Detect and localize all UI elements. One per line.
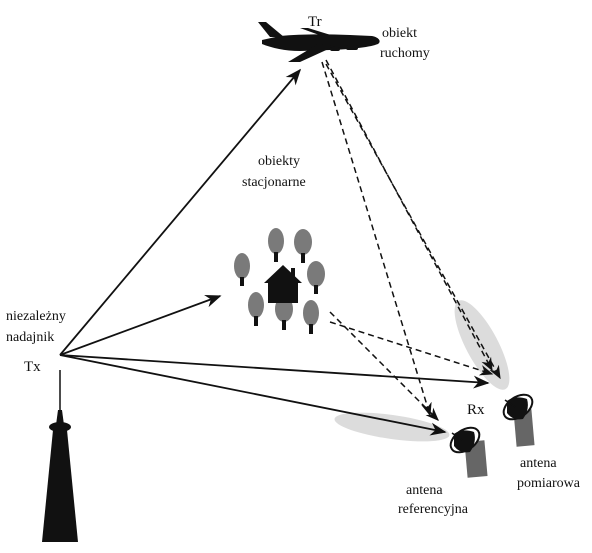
label-tr: Tr (308, 14, 322, 30)
label-reference-antenna-line2: referencyjna (398, 502, 469, 517)
echo-stationary-to-reference (329, 311, 439, 421)
label-transmitter-line2: nadajnik (6, 330, 54, 345)
reference-antenna-icon (449, 426, 488, 478)
tree-icon (294, 229, 312, 263)
label-reference-antenna-line1: antena (406, 483, 443, 498)
tree-icon (303, 300, 319, 334)
label-stationary-objects-line2: stacjonarne (242, 175, 306, 190)
label-moving-object-line1: obiekt (382, 26, 417, 41)
tree-icon (248, 292, 264, 326)
path-tx-to-measurement (59, 354, 490, 389)
echo-target-to-reference (321, 61, 432, 417)
label-rx: Rx (467, 402, 485, 418)
stationary-objects-icon (234, 228, 325, 334)
house-icon (264, 265, 302, 303)
label-transmitter-line1: niezależny (6, 309, 66, 324)
airplane-icon (258, 22, 380, 62)
path-tx-to-reference (59, 354, 447, 436)
label-measurement-antenna-line1: antena (520, 456, 557, 471)
measurement-antenna-icon (502, 393, 535, 447)
reflected-paths (321, 59, 501, 421)
direct-paths (59, 68, 490, 436)
transmitter-tower-icon (42, 370, 78, 542)
path-tx-to-target (59, 68, 302, 356)
tree-icon (234, 253, 250, 286)
reference-beam-shadow (334, 412, 450, 442)
echo-stationary-to-measurement (329, 321, 494, 376)
label-stationary-objects-line1: obiekty (258, 154, 300, 169)
label-measurement-antenna-line2: pomiarowa (517, 476, 581, 491)
label-tx: Tx (24, 359, 41, 375)
tree-icon (268, 228, 284, 262)
path-tx-to-stationary (59, 294, 222, 356)
label-moving-object-line2: ruchomy (380, 46, 430, 61)
tree-icon (307, 261, 325, 294)
